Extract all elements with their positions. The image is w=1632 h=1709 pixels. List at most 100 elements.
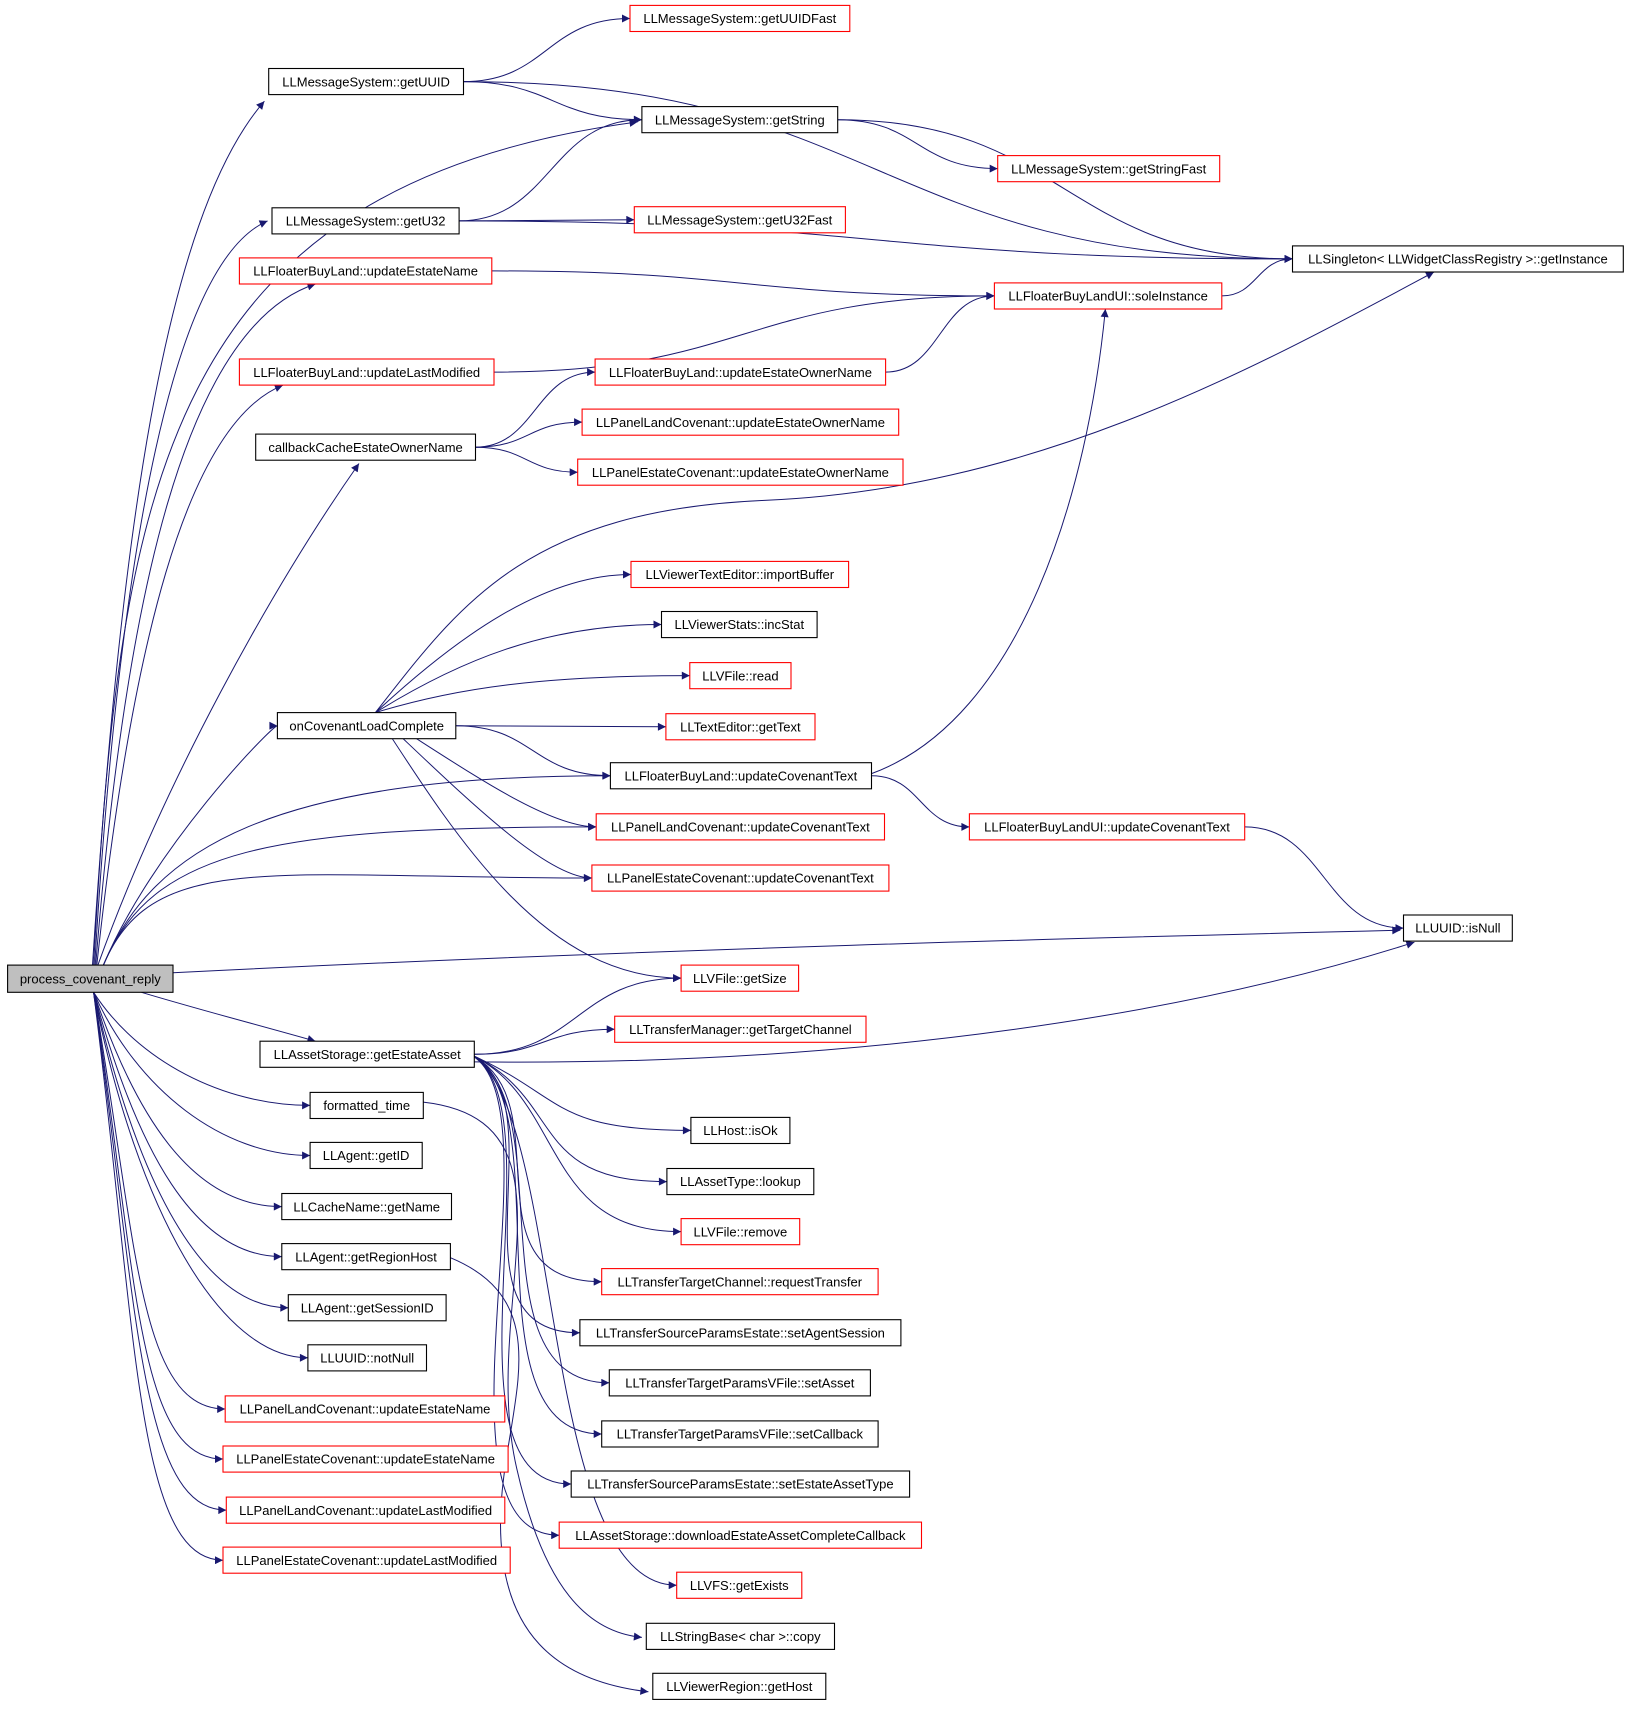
node-get-target-channel[interactable]: LLTransferManager::getTargetChannel — [614, 1015, 867, 1043]
node-label: LLTransferSourceParamsEstate::setAgentSe… — [596, 1326, 885, 1341]
node-label: LLFloaterBuyLand::updateEstateOwnerName — [609, 365, 872, 380]
node-download-cb[interactable]: LLAssetStorage::downloadEstateAssetCompl… — [558, 1521, 923, 1549]
node-plc-update-covenant-text[interactable]: LLPanelLandCovenant::updateCovenantText — [595, 813, 886, 841]
edge-sole-instance-to-get-instance — [1221, 254, 1293, 297]
node-box — [281, 1192, 453, 1221]
edge-fbl-update-estate-name-to-sole-instance — [491, 270, 995, 300]
edge-get-estate-asset-to-set-agent-session — [467, 1052, 580, 1337]
node-box — [601, 1420, 879, 1448]
edge-process-covenant-reply-to-formatted-time — [93, 992, 311, 1110]
node-box — [7, 964, 174, 993]
edge-fbl-update-last-modified-to-sole-instance — [493, 291, 995, 373]
node-inc-stat[interactable]: LLViewerStats::incStat — [660, 610, 818, 639]
node-agent-get-id[interactable]: LLAgent::getID — [309, 1141, 423, 1170]
node-get-exists[interactable]: LLVFS::getExists — [676, 1571, 803, 1599]
node-is-ok[interactable]: LLHost::isOk — [690, 1116, 791, 1145]
node-get-string[interactable]: LLMessageSystem::getString — [641, 106, 839, 134]
node-get-estate-asset[interactable]: LLAssetStorage::getEstateAsset — [259, 1040, 475, 1068]
node-get-name[interactable]: LLCacheName::getName — [281, 1192, 453, 1221]
node-plc-update-estate-name[interactable]: LLPanelLandCovenant::updateEstateName — [224, 1395, 506, 1423]
node-sole-instance[interactable]: LLFloaterBuyLandUI::soleInstance — [993, 282, 1223, 310]
node-label: LLVFile::getSize — [693, 971, 787, 986]
node-get-uuidfast[interactable]: LLMessageSystem::getUUIDFast — [629, 4, 851, 33]
node-box — [238, 358, 495, 386]
edge-formatted-time-to-copy — [423, 1101, 642, 1641]
node-get-instance[interactable]: LLSingleton< LLWidgetClassRegistry >::ge… — [1291, 245, 1624, 273]
node-formatted-time[interactable]: formatted_time — [309, 1091, 424, 1120]
node-fbl-update-estate-name[interactable]: LLFloaterBuyLand::updateEstateName — [238, 257, 493, 285]
node-lookup[interactable]: LLAssetType::lookup — [666, 1167, 815, 1196]
node-label: LLFloaterBuyLand::updateCovenantText — [625, 768, 858, 783]
node-box — [224, 1395, 506, 1423]
node-label: LLFloaterBuyLand::updateLastModified — [253, 365, 480, 380]
node-pec-update-covenant-text[interactable]: LLPanelEstateCovenant::updateCovenantTex… — [591, 864, 890, 892]
node-label: LLVFile::read — [702, 668, 778, 683]
node-on-covenant-load-complete[interactable]: onCovenantLoadComplete — [276, 712, 457, 740]
edge-process-covenant-reply-to-get-u32 — [94, 220, 268, 966]
node-callback-cache[interactable]: callbackCacheEstateOwnerName — [255, 433, 477, 461]
node-process-covenant-reply[interactable]: process_covenant_reply — [7, 964, 174, 993]
node-label: LLMessageSystem::getString — [655, 112, 825, 127]
node-set-callback[interactable]: LLTransferTargetParamsVFile::setCallback — [601, 1420, 879, 1448]
node-label: LLMessageSystem::getUUIDFast — [643, 11, 836, 26]
node-plc-update-estate-owner-name[interactable]: LLPanelLandCovenant::updateEstateOwnerNa… — [581, 408, 900, 436]
node-get-uuid[interactable]: LLMessageSystem::getUUID — [268, 67, 465, 96]
node-label: LLAssetStorage::getEstateAsset — [274, 1047, 462, 1062]
node-box — [570, 1470, 911, 1498]
edge-get-u32-to-get-instance — [459, 220, 1293, 263]
node-fbl-update-covenant-text[interactable]: LLFloaterBuyLand::updateCovenantText — [609, 762, 873, 790]
edge-fbl-update-covenant-text-to-fblui-update-covenant-text — [871, 775, 970, 831]
node-label: LLMessageSystem::getU32 — [286, 214, 446, 229]
node-get-u32-fast[interactable]: LLMessageSystem::getU32Fast — [633, 206, 846, 234]
node-label: LLMessageSystem::getStringFast — [1011, 161, 1206, 176]
node-pec-update-last-modified[interactable]: LLPanelEstateCovenant::updateLastModifie… — [222, 1546, 511, 1574]
node-label: LLAgent::getID — [323, 1148, 410, 1163]
edge-get-estate-asset-to-is-ok — [467, 1052, 691, 1135]
node-get-session-id[interactable]: LLAgent::getSessionID — [287, 1294, 447, 1322]
node-plc-update-last-modified[interactable]: LLPanelLandCovenant::updateLastModified — [225, 1496, 506, 1524]
node-box — [591, 864, 890, 892]
node-get-u32[interactable]: LLMessageSystem::getU32 — [271, 207, 460, 235]
node-label: LLTransferTargetChannel::requestTransfer — [618, 1274, 863, 1289]
edge-process-covenant-reply-to-get-string — [93, 118, 638, 966]
edge-get-estate-asset-to-get-size — [474, 974, 682, 1055]
node-label: LLPanelLandCovenant::updateEstateName — [240, 1402, 491, 1417]
node-is-null[interactable]: LLUUID::isNull — [1402, 914, 1513, 942]
node-set-asset[interactable]: LLTransferTargetParamsVFile::setAsset — [608, 1369, 871, 1397]
node-import-buffer[interactable]: LLViewerTextEditor::importBuffer — [630, 560, 850, 589]
node-request-transfer[interactable]: LLTransferTargetChannel::requestTransfer — [601, 1268, 879, 1296]
node-get-size[interactable]: LLVFile::getSize — [680, 964, 800, 992]
node-label: LLFloaterBuyLandUI::soleInstance — [1008, 289, 1207, 304]
edge-process-covenant-reply-to-plc-update-estate-name — [93, 992, 226, 1413]
node-label: LLPanelEstateCovenant::updateCovenantTex… — [607, 871, 874, 886]
edge-process-covenant-reply-to-plc-update-covenant-text — [102, 822, 597, 966]
node-vfile-remove[interactable]: LLVFile::remove — [680, 1218, 801, 1246]
node-fbl-update-last-modified[interactable]: LLFloaterBuyLand::updateLastModified — [238, 358, 495, 386]
node-label: LLHost::isOk — [703, 1123, 778, 1138]
node-copy[interactable]: LLStringBase< char >::copy — [645, 1622, 836, 1650]
node-box — [630, 560, 850, 589]
node-not-null[interactable]: LLUUID::notNull — [307, 1344, 428, 1372]
node-label: LLSingleton< LLWidgetClassRegistry >::ge… — [1308, 252, 1608, 267]
node-box — [666, 1167, 815, 1196]
edge-process-covenant-reply-to-pec-update-last-modified — [93, 992, 224, 1565]
edge-process-covenant-reply-to-fbl-update-estate-name — [95, 282, 316, 966]
edge-process-covenant-reply-to-on-covenant-load-complete — [102, 721, 278, 966]
node-box — [1291, 245, 1624, 273]
node-fbl-update-estate-owner-name[interactable]: LLFloaterBuyLand::updateEstateOwnerName — [594, 358, 887, 386]
node-pec-update-estate-owner-name[interactable]: LLPanelEstateCovenant::updateEstateOwner… — [577, 458, 904, 486]
edge-get-estate-asset-to-lookup — [467, 1052, 667, 1186]
edge-get-estate-asset-to-request-transfer — [467, 1052, 602, 1286]
node-fblui-update-covenant-text[interactable]: LLFloaterBuyLandUI::updateCovenantText — [968, 813, 1246, 841]
edge-get-u32-to-get-string — [459, 115, 642, 222]
node-get-host[interactable]: LLViewerRegion::getHost — [652, 1672, 827, 1700]
edge-get-string-to-get-instance — [837, 119, 1293, 263]
node-get-string-fast[interactable]: LLMessageSystem::getStringFast — [997, 155, 1221, 183]
edge-get-estate-asset-to-get-exists — [467, 1052, 677, 1590]
node-get-text[interactable]: LLTextEditor::getText — [665, 713, 816, 741]
node-set-agent-session[interactable]: LLTransferSourceParamsEstate::setAgentSe… — [579, 1319, 902, 1347]
node-get-region-host[interactable]: LLAgent::getRegionHost — [281, 1243, 451, 1271]
node-pec-update-estate-name[interactable]: LLPanelEstateCovenant::updateEstateName — [222, 1445, 509, 1473]
node-set-estate-asset-type[interactable]: LLTransferSourceParamsEstate::setEstateA… — [570, 1470, 911, 1498]
node-vfile-read[interactable]: LLVFile::read — [689, 662, 792, 690]
